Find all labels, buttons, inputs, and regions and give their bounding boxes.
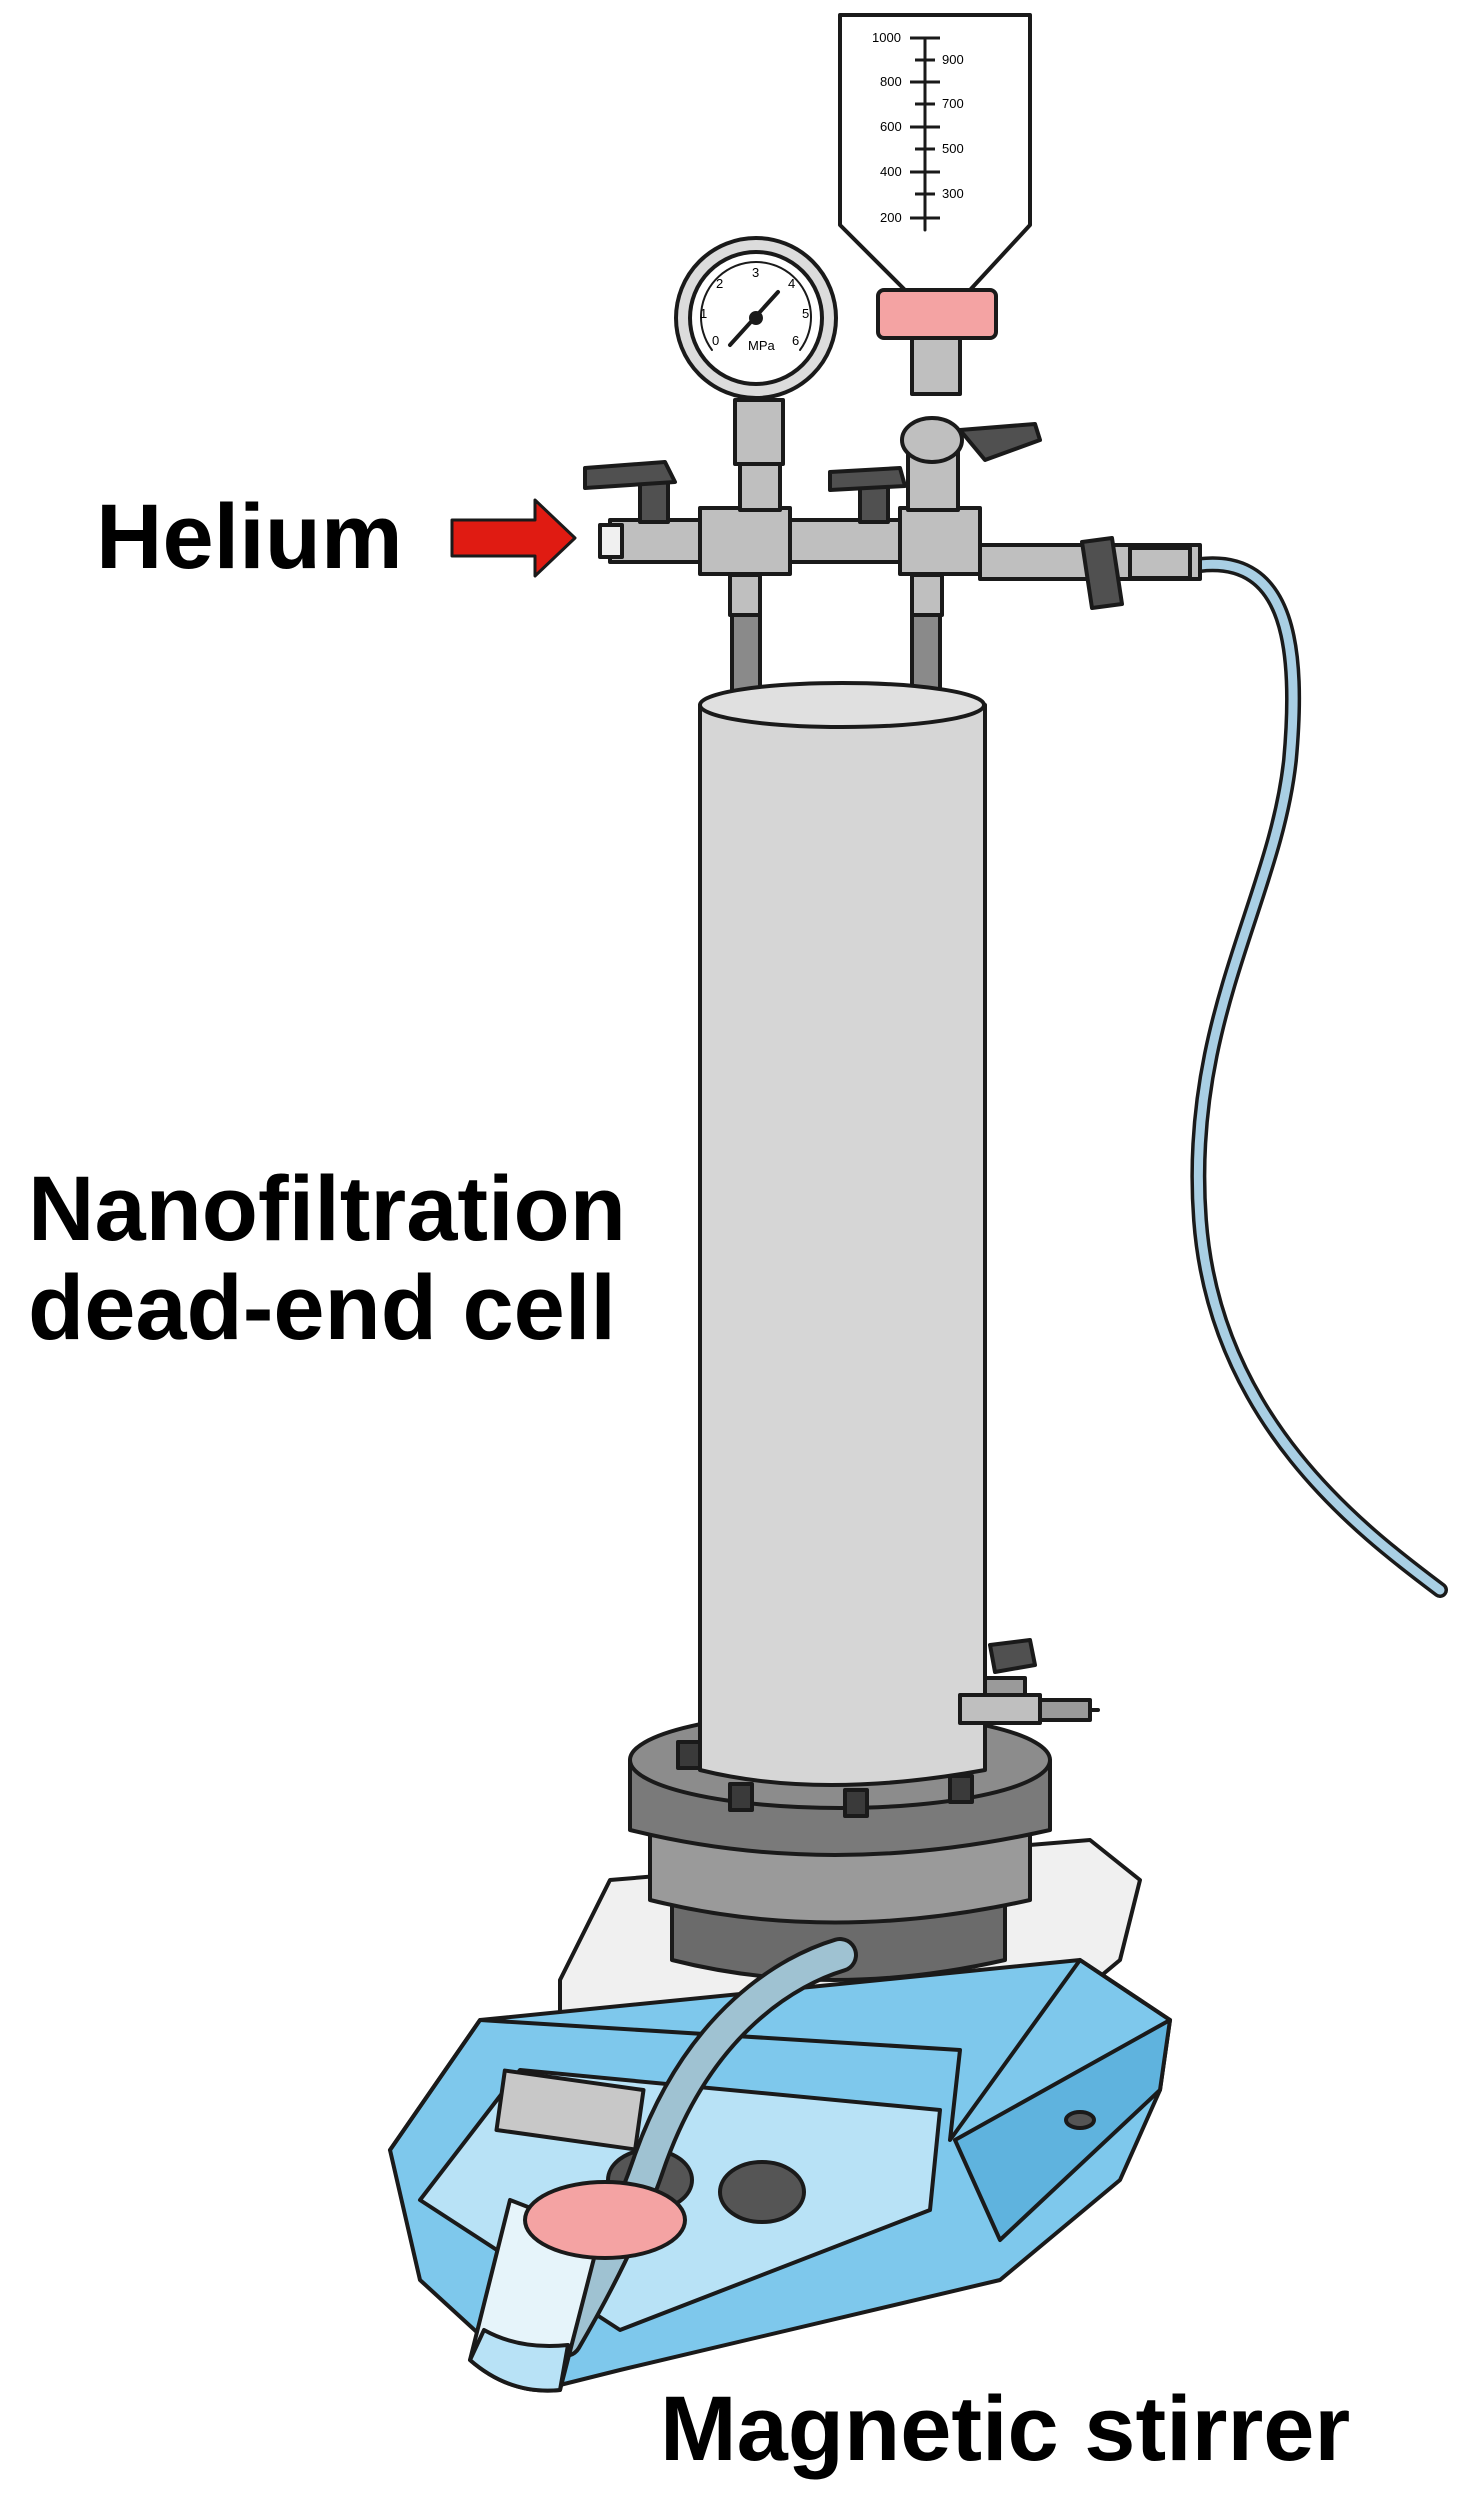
gauge-tick-1: 1 <box>700 306 707 321</box>
outlet-tube <box>1190 556 1448 1598</box>
scale-left-2: 600 <box>880 119 902 134</box>
scale-left-4: 200 <box>880 210 902 225</box>
scale-left-3: 400 <box>880 164 902 179</box>
nanofiltration-cell-label: Nanofiltration dead-end cell <box>28 1158 626 1360</box>
gauge-tick-6: 6 <box>792 333 799 348</box>
scale-left-1: 800 <box>880 74 902 89</box>
scale-right-3: 300 <box>942 186 964 201</box>
reservoir-cap <box>876 288 998 340</box>
helium-arrow <box>450 498 577 578</box>
reservoir-scale: 1000 800 600 400 200 900 700 500 300 <box>872 30 964 225</box>
outlet-valve[interactable] <box>1080 536 1192 610</box>
reservoir-valve[interactable] <box>900 416 1042 464</box>
stirrer-knob-right[interactable] <box>718 2160 806 2224</box>
cell-valve[interactable] <box>828 466 907 524</box>
scale-left-0: 1000 <box>872 30 901 45</box>
magnetic-stirrer-label: Magnetic stirrer <box>660 2378 1351 2480</box>
gauge-tick-0: 0 <box>712 333 719 348</box>
pressure-gauge <box>674 236 838 400</box>
gauge-tick-2: 2 <box>716 276 723 291</box>
gauge-tick-3: 3 <box>752 265 759 280</box>
scale-right-1: 700 <box>942 96 964 111</box>
scale-right-0: 900 <box>942 52 964 67</box>
stirrer-display <box>494 2068 646 2152</box>
cell-label-line2: dead-end cell <box>28 1257 616 1360</box>
dead-end-cell-cylinder <box>698 703 987 1787</box>
gauge-tick-5: 5 <box>802 306 809 321</box>
side-valve[interactable] <box>958 1638 1100 1725</box>
gauge-tick-4: 4 <box>788 276 795 291</box>
cell-label-line1: Nanofiltration <box>28 1158 626 1260</box>
flange-bolts <box>676 1740 974 1818</box>
helium-label: Helium <box>96 486 403 588</box>
scale-right-2: 500 <box>942 141 964 156</box>
vial-cap <box>523 2180 687 2260</box>
collection-vial <box>468 2180 687 2393</box>
gauge-ticks: 0 1 2 3 4 5 6 <box>700 265 809 348</box>
reservoir-ticks <box>910 36 940 220</box>
helium-inlet-valve[interactable] <box>583 460 677 524</box>
feed-reservoir <box>838 13 1032 396</box>
gauge-unit-label: MPa <box>748 338 776 353</box>
